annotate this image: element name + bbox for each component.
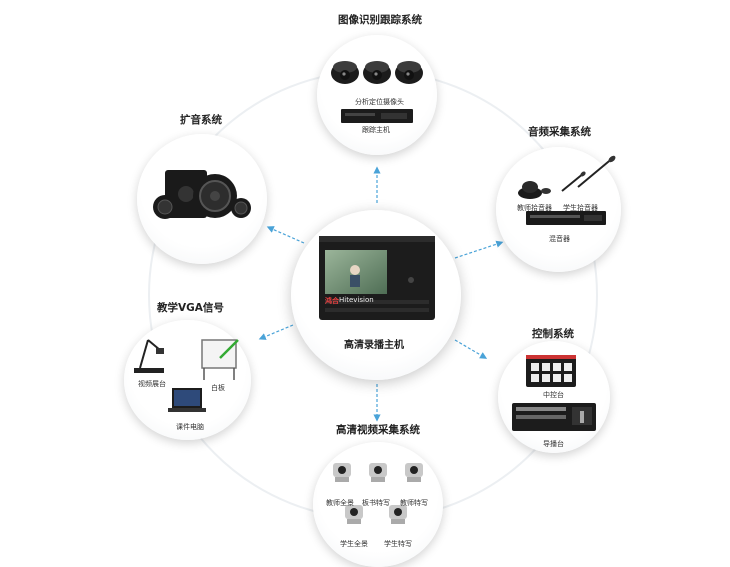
control-title: 控制系统 [532, 328, 574, 340]
video-cameras [333, 463, 423, 524]
teacher-mic-icon [518, 181, 551, 199]
connection-arrows [258, 166, 504, 422]
audio-title: 音频采集系统 [528, 126, 591, 138]
system-diagram: 图像识别跟踪系统 分析定位摄像头 跟踪主机 扩音系统 [124, 14, 621, 567]
video-cam-label: 学生全景 [340, 540, 368, 548]
laptop-icon [168, 388, 206, 412]
brand-prefix: 鸿合 [325, 297, 339, 305]
dome-camera-icon [331, 61, 359, 84]
video-cam-label: 教师全景 [326, 499, 354, 507]
ptz-camera-icon [389, 505, 407, 524]
student-mic-label: 学生拾音器 [563, 204, 598, 212]
video-cam-label: 学生特写 [384, 540, 412, 548]
ptz-camera-icon [345, 505, 363, 524]
recording-host-icon [319, 236, 435, 320]
video-cam-label: 教师特写 [400, 499, 428, 507]
whiteboard-icon [201, 339, 239, 380]
arrow-to-audio [454, 240, 504, 259]
video-cam-label: 板书特写 [362, 499, 390, 507]
laptop-label: 课件电脑 [176, 423, 204, 431]
vga-title: 教学VGA信号 [157, 302, 224, 314]
amplify-title: 扩音系统 [180, 114, 222, 126]
mixer-label: 混音器 [549, 235, 570, 243]
student-mic-icon [561, 155, 616, 192]
audio-devices [518, 155, 616, 225]
ptz-camera-icon [369, 463, 387, 482]
control-devices [512, 355, 596, 431]
projector-label: 视频展台 [138, 380, 166, 388]
vga-devices [134, 339, 239, 412]
mixer-icon [526, 211, 606, 225]
dome-camera-icon [363, 61, 391, 84]
tracking-devices [331, 61, 423, 123]
control-panel-label: 中控台 [543, 391, 564, 399]
ptz-camera-icon [333, 463, 351, 482]
arrow-to-vga [258, 324, 294, 340]
tracking-host-label: 跟踪主机 [362, 126, 390, 134]
speaker-set-icon [153, 170, 251, 219]
center-title: 高清录播主机 [344, 340, 404, 351]
control-panel-icon [526, 355, 576, 387]
ptz-camera-icon [405, 463, 423, 482]
arrow-to-control [454, 339, 488, 359]
document-camera-icon [134, 339, 164, 373]
video-node [313, 442, 443, 567]
director-label: 导播台 [543, 440, 564, 448]
arrow-to-amplify [266, 226, 305, 244]
tracking-title: 图像识别跟踪系统 [338, 14, 422, 26]
director-console-icon [512, 403, 596, 431]
brand-logo: Hitevision [339, 296, 374, 304]
teacher-mic-label: 教师拾音器 [517, 204, 552, 212]
tracking-node [317, 35, 437, 155]
dome-camera-icon [395, 61, 423, 84]
tracking-host-icon [341, 109, 413, 123]
whiteboard-label: 白板 [211, 384, 225, 392]
tracking-cam-label: 分析定位摄像头 [355, 98, 404, 106]
video-title: 高清视频采集系统 [336, 424, 420, 436]
